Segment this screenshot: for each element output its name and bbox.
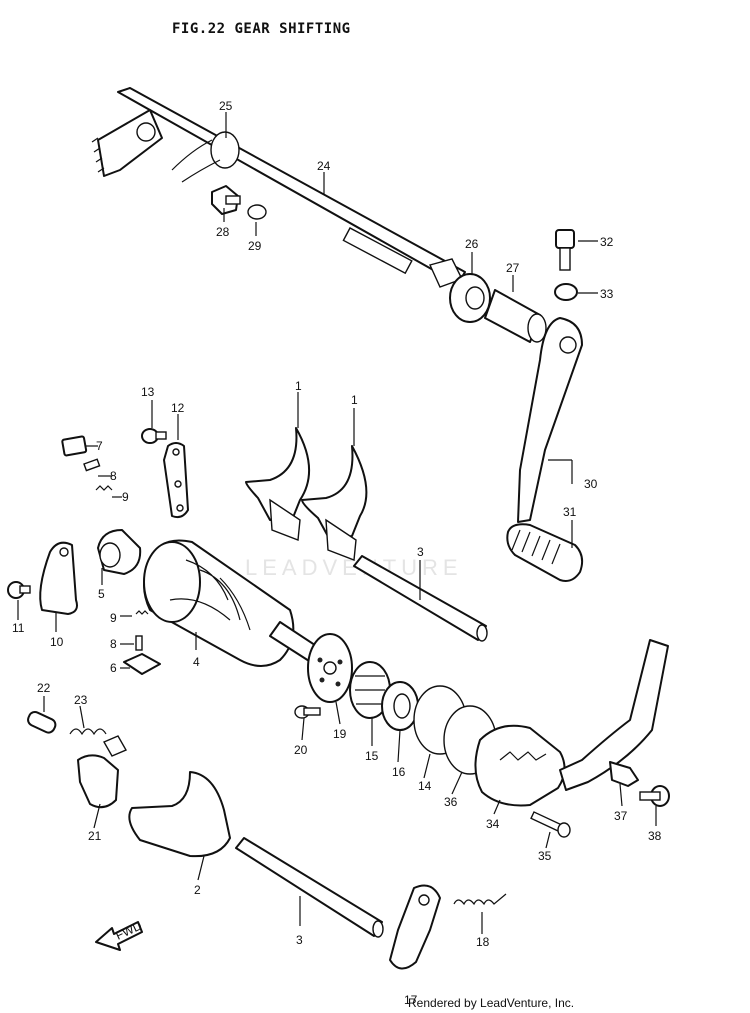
callout-28: 28 [216,225,230,239]
shift-fork-shaft-lower [235,837,384,938]
washer-33 [554,283,578,301]
screw-11 [7,581,31,599]
callout-9a: 9 [122,490,129,504]
shift-fork-1b [301,445,368,561]
callout-17: 17 [404,993,418,1007]
shift-fork-1a [245,427,311,541]
washer-29 [247,204,267,220]
callout-21: 21 [88,829,102,843]
callout-9b: 9 [110,611,117,625]
spring-9 [95,485,113,491]
oil-seal-26 [449,273,491,323]
callout-4: 4 [193,655,200,669]
callout-11: 11 [12,621,25,635]
shift-fork-2 [128,771,231,858]
clamp-37 [609,761,639,787]
callout-10: 10 [50,635,64,649]
callout-3b: 3 [296,933,303,947]
stopper-6 [123,653,161,675]
spring-18 [453,893,507,906]
callout-27: 27 [506,261,520,275]
callout-8a: 8 [110,469,117,483]
callout-1a: 1 [295,379,302,393]
spring-9b [135,610,149,615]
pin-22 [27,710,57,734]
callout-16: 16 [392,765,406,779]
gear-shift-shaft [91,87,466,288]
callout-20: 20 [294,743,308,757]
callout-2: 2 [194,883,201,897]
shift-lever-17 [389,884,441,970]
callout-31: 31 [563,505,577,519]
callout-26: 26 [465,237,479,251]
callout-7: 7 [96,439,103,453]
front-direction-arrow: FWD [95,918,144,951]
callout-34: 34 [486,817,500,831]
callout-6: 6 [110,661,117,675]
callout-33: 33 [600,287,614,301]
pin-8b [135,635,143,651]
screw-20 [294,705,321,719]
cam-stopper-plate-12 [163,442,189,519]
callout-12: 12 [171,401,185,415]
bolt-28 [211,185,241,215]
callout-3a: 3 [417,545,424,559]
spring-23 [69,728,107,736]
callout-19: 19 [333,727,347,741]
gear-shift-lever [517,317,583,523]
footer-credit: Rendered by LeadVenture, Inc. [408,996,575,1010]
callout-24: 24 [317,159,331,173]
leader-lines [17,112,657,934]
callout-8b: 8 [110,637,117,651]
bushing-27 [484,289,547,343]
bearing-15 [349,661,391,719]
callout-25: 25 [219,99,233,113]
screw-13 [141,428,167,444]
callout-22: 22 [37,681,51,695]
callout-29: 29 [248,239,262,253]
shift-lever-rubber [506,523,584,582]
callout-15: 15 [365,749,379,763]
figure-title: FIG.22 GEAR SHIFTING [172,21,351,37]
stopper-7 [61,435,88,457]
cam-stopper-5 [97,529,142,575]
gear-position-switch [474,639,669,807]
callout-36: 36 [444,795,458,809]
callout-numbers: 25 24 28 29 26 27 32 33 30 31 1 1 3 4 13… [12,99,662,1007]
callout-1b: 1 [351,393,358,407]
callout-38: 38 [648,829,662,843]
bolt-38 [639,785,670,807]
callout-23: 23 [74,693,88,707]
callout-32: 32 [600,235,614,249]
screw-35 [530,811,571,838]
callout-5: 5 [98,587,105,601]
gear-shift-cam [143,539,331,669]
callout-35: 35 [538,849,552,863]
callout-13: 13 [141,385,155,399]
pin-8 [83,458,101,472]
cam-stopper-plate-10 [39,541,78,615]
callout-18: 18 [476,935,490,949]
bolt-32 [555,229,575,271]
callout-14: 14 [418,779,432,793]
callout-37: 37 [614,809,628,823]
cam-driven-gear [307,633,353,703]
callout-30: 30 [584,477,598,491]
shift-fork-21 [77,735,127,809]
